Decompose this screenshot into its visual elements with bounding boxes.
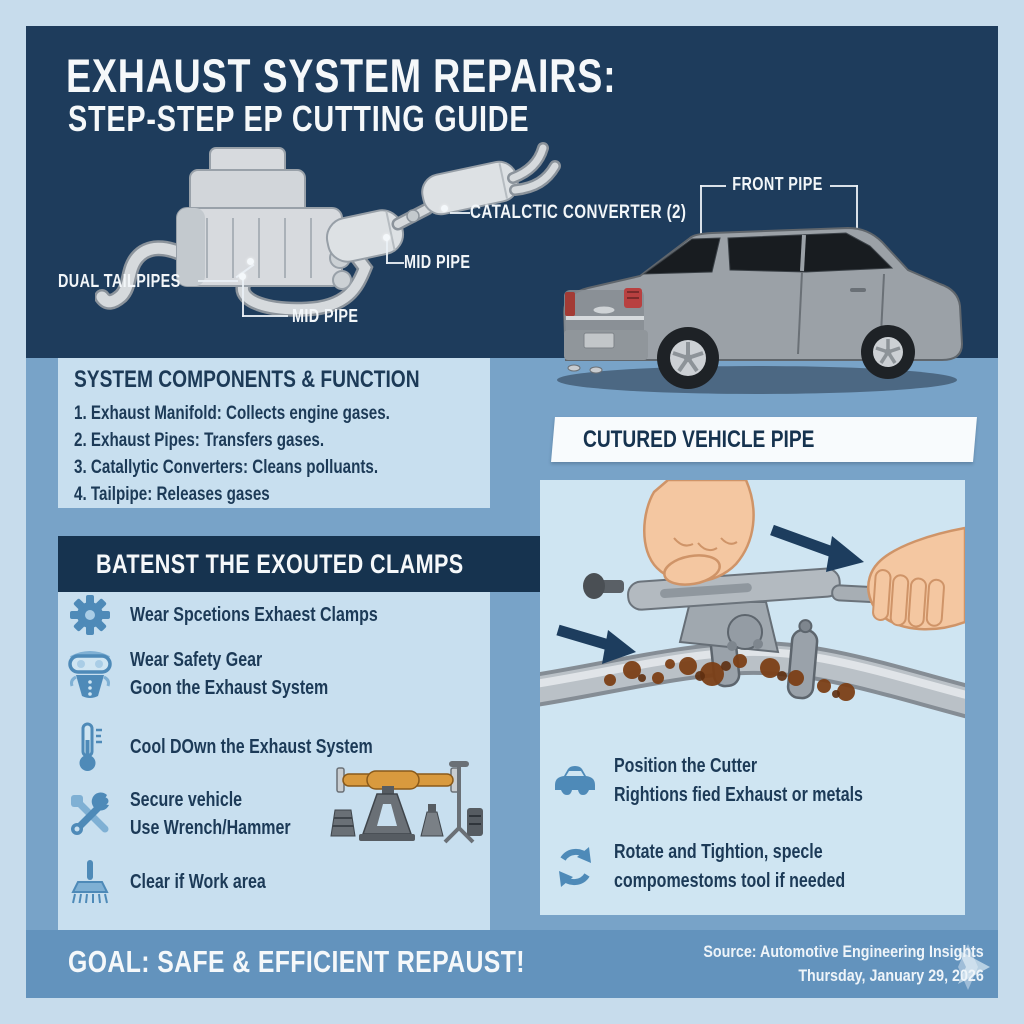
exhaust-system-illustration: [95, 142, 561, 317]
checklist-item-label: Wear Safety Gear: [130, 649, 263, 671]
checklist-item-label: Clear if Work area: [130, 871, 266, 893]
callout-line: [700, 185, 702, 239]
components-heading: SYSTEM COMPONENTS & FUNCTION: [74, 366, 420, 393]
front-wheel: [861, 325, 915, 379]
right-hand: [867, 526, 965, 631]
cutting-step-label: Rotate and Tightion, specle: [614, 841, 823, 863]
gear-icon: [64, 594, 116, 636]
car-illustration: [557, 226, 964, 394]
poster-title-line2: STEP-STEP EP CUTTING GUIDE: [68, 98, 530, 139]
cutting-step: Rotate and Tightion, specle compomestoms…: [552, 838, 972, 896]
car-icon: [552, 765, 598, 797]
component-item: 1. Exhaust Manifold: Collects engine gas…: [74, 403, 390, 424]
pipe-cutting-illustration: [540, 480, 965, 719]
checklist-item: Wear Safety Gear Goon the Exhaust System: [64, 646, 494, 702]
cut-pipe-banner: CUTURED VEHICLE PIPE: [551, 417, 977, 462]
callout-line: [242, 315, 288, 317]
callout-line: [830, 185, 858, 187]
checklist-item: Secure vehicle Use Wrench/Hammer: [64, 786, 494, 842]
checklist-item-label: Goon the Exhaust System: [130, 677, 329, 699]
rotate-icon: [552, 845, 598, 889]
checklist-panel: [58, 536, 490, 930]
callout-line: [386, 262, 404, 264]
engine-block: [176, 147, 352, 290]
component-item: 4. Tailpipe: Releases gases: [74, 484, 270, 505]
label-catalytic-converter: CATALCTIC CONVERTER (2): [470, 202, 687, 223]
checklist-item: Cool DOwn the Exhaust System: [64, 722, 494, 772]
callout-line: [386, 240, 388, 264]
callout-line: [700, 185, 726, 187]
component-item: 2. Exhaust Pipes: Transfers gases.: [74, 430, 325, 451]
callout-dot: [247, 258, 254, 265]
source-line2: Thursday, January 29, 2026: [798, 966, 984, 985]
callout-dot: [383, 234, 390, 241]
thermometer-icon: [64, 722, 116, 772]
callout-line: [450, 212, 470, 214]
checklist-item: Wear Spcetions Exhaest Clamps: [64, 594, 494, 636]
components-panel: [58, 358, 490, 508]
cutting-step-label: Rightions fied Exhaust or metals: [614, 784, 863, 806]
footer-bar: [26, 930, 998, 998]
checklist-item-label: Wear Spcetions Exhaest Clamps: [130, 604, 378, 626]
component-item: 3. Catallytic Converters: Cleans polluan…: [74, 457, 379, 478]
cutting-step: Position the Cutter Rightions fied Exhau…: [552, 752, 972, 810]
sparkle-arrow-icon: [958, 944, 990, 990]
checklist-item-label: Secure vehicle: [130, 789, 243, 811]
goal-text: GOAL: SAFE & EFFICIENT REPAUST!: [68, 944, 525, 979]
checklist-item: Clear if Work area: [64, 858, 494, 906]
label-mid-pipe-upper: MID PIPE: [404, 252, 471, 272]
cutting-step-label: compomestoms tool if needed: [614, 870, 846, 892]
callout-line: [198, 280, 238, 282]
components-list: 1. Exhaust Manifold: Collects engine gas…: [74, 400, 469, 508]
callout-dot: [239, 273, 246, 280]
cutting-step-label: Position the Cutter: [614, 755, 758, 777]
checklist-item-label: Use Wrench/Hammer: [130, 817, 291, 839]
callout-line: [856, 185, 858, 231]
label-dual-tailpipes: DUAL TAILPIPES: [58, 271, 181, 291]
left-hand: [643, 480, 755, 586]
callout-dot: [441, 205, 448, 212]
source-text: Source: Automotive Engineering Insights …: [650, 940, 984, 988]
label-front-pipe: FRONT PIPE: [732, 174, 824, 194]
label-mid-pipe-lower: MID PIPE: [292, 306, 359, 326]
checklist-item-label: Cool DOwn the Exhaust System: [130, 736, 373, 758]
source-line1: Source: Automotive Engineering Insights: [703, 942, 984, 961]
checklist-heading: BATENST THE EXOUTED CLAMPS: [96, 548, 464, 579]
poster-title-line1: EXHAUST SYSTEM REPAIRS:: [66, 49, 617, 102]
cut-pipe-banner-label: CUTURED VEHICLE PIPE: [583, 425, 815, 453]
broom-icon: [64, 858, 116, 906]
rear-wheel: [657, 327, 719, 389]
safety-gear-icon: [64, 648, 116, 700]
wrench-hammer-icon: [64, 791, 116, 837]
callout-line: [242, 279, 244, 317]
jack-and-stands-illustration: [330, 761, 483, 844]
